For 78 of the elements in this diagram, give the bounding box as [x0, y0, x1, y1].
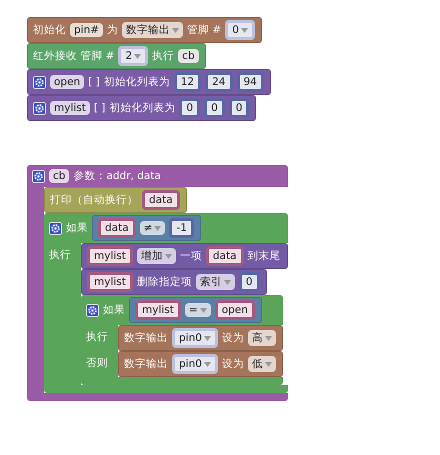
block-label: 管脚 #: [187, 23, 222, 37]
field-value: 2: [125, 50, 132, 62]
number-field: 0: [228, 98, 250, 118]
field-value: 0: [232, 24, 239, 36]
block-label: 数字输出: [124, 331, 168, 345]
variable-field: mylist: [135, 300, 181, 320]
code-block: [27, 95, 256, 121]
condition-block: [129, 297, 262, 323]
block-label: 如果: [66, 221, 88, 235]
number-field: 12: [174, 72, 202, 92]
dropdown-field: [140, 221, 166, 235]
code-block: [81, 243, 288, 269]
block-label: 为: [107, 23, 118, 37]
field-value: 低: [252, 357, 263, 371]
block-label: 执行: [49, 249, 71, 261]
block-label: 到末尾: [248, 249, 281, 263]
block-label: 打印（自动换行）: [50, 193, 138, 207]
dropdown-field: [172, 328, 218, 348]
field-value: 索引: [200, 275, 222, 289]
dropdown-field: [248, 330, 276, 346]
number-field: 0: [204, 98, 225, 118]
dropdown-field: [248, 356, 276, 372]
block-label: 否则: [86, 357, 108, 369]
code-block: [118, 325, 283, 351]
block-label: [ ]: [88, 76, 100, 88]
block-label: 初始化列表为: [104, 75, 170, 89]
dropdown-field: [122, 22, 184, 38]
block-label: 数字输出: [124, 357, 168, 371]
field-value: 高: [252, 331, 263, 345]
control-block: [44, 213, 288, 393]
block-label: 参数：addr, data: [73, 169, 161, 183]
code-block: [27, 43, 206, 69]
variable-field: data: [142, 190, 180, 210]
dropdown-field: [184, 303, 211, 317]
number-field: 0: [179, 98, 200, 118]
condition-block: [92, 215, 201, 241]
block-label: 初始化: [33, 23, 66, 37]
field-value: 数字输出: [126, 23, 170, 37]
code-block: [44, 187, 187, 213]
number-field: 0: [238, 272, 260, 292]
block-label: 一项: [180, 249, 202, 263]
text-field: mylist: [50, 101, 90, 115]
field-value: 增加: [140, 249, 163, 263]
block-label: 如果: [103, 303, 125, 317]
block-label: 初始化列表为: [109, 101, 176, 115]
field-value: =: [188, 304, 198, 316]
variable-field: open: [214, 300, 255, 320]
dropdown-field: [196, 274, 235, 290]
code-block: [81, 269, 267, 295]
dropdown-field: [118, 46, 148, 66]
block-label: 设为: [222, 331, 244, 345]
variable-field: data: [206, 246, 244, 266]
block-label: 删除指定项: [136, 275, 192, 289]
code-block: [27, 17, 262, 43]
code-block: [118, 351, 283, 377]
field-value: pin0: [179, 332, 202, 344]
dropdown-field: [225, 20, 255, 40]
field-value: ≠: [144, 222, 152, 234]
text-field: cb: [178, 49, 199, 63]
dropdown-field: [172, 354, 218, 374]
block-label: [ ]: [94, 102, 106, 114]
text-field: pin#: [70, 23, 104, 37]
variable-field: mylist: [87, 246, 133, 266]
block-label: 执行: [86, 331, 108, 343]
variable-field: data: [98, 218, 136, 238]
number-field: 24: [205, 72, 232, 92]
field-value: pin0: [179, 358, 202, 370]
code-block: [27, 69, 271, 95]
number-field: 94: [236, 72, 264, 92]
control-block: [27, 165, 288, 401]
block-label: 红外接收 管脚 #: [33, 49, 114, 63]
variable-field: mylist: [87, 272, 133, 292]
dropdown-field: [136, 248, 176, 264]
number-field: -1: [169, 218, 194, 238]
block-label: 设为: [222, 357, 244, 371]
block-label: 执行: [152, 49, 174, 63]
text-field: cb: [49, 169, 70, 183]
text-field: open: [50, 75, 84, 89]
